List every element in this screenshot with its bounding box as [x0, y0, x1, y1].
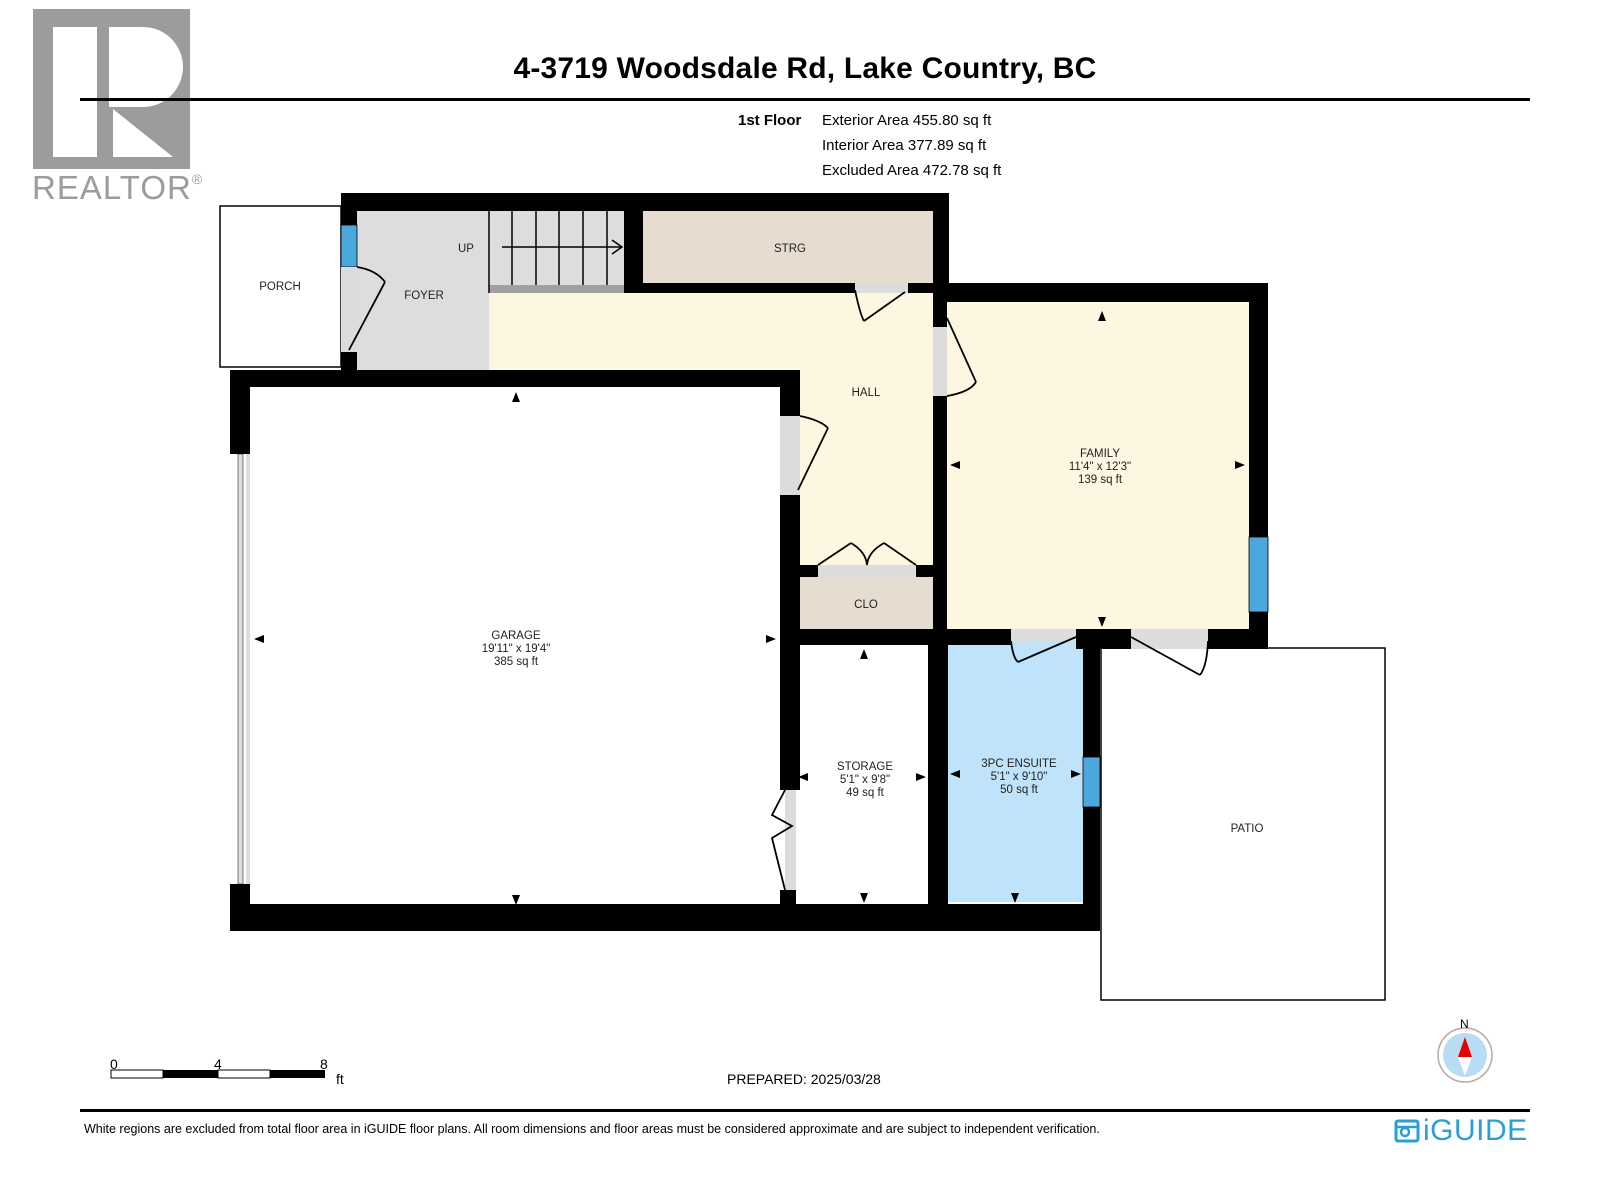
- room-strg: [643, 211, 933, 283]
- scale-tick-0: 0: [110, 1056, 118, 1072]
- realtor-wordmark: REALTOR®: [32, 169, 204, 206]
- label-family: FAMILY: [1080, 448, 1120, 460]
- door-swings[interactable]: [348, 266, 1209, 891]
- room-patio: [1100, 647, 1386, 1001]
- ensuite-area: 50 sq ft: [1000, 784, 1039, 796]
- label-ensuite: 3PC ENSUITE: [981, 758, 1057, 770]
- scale-tick-8: 8: [320, 1056, 328, 1072]
- label-strg: STRG: [774, 243, 806, 255]
- floor-label: 1st Floor: [738, 112, 802, 129]
- scale-unit: ft: [336, 1071, 344, 1087]
- room-storage: [796, 645, 928, 905]
- scale-bar: [110, 1069, 325, 1079]
- disclaimer: White regions are excluded from total fl…: [84, 1122, 1100, 1136]
- ensuite-dims: 5'1" x 9'10": [991, 771, 1048, 783]
- iguide-logo: iGUIDE: [1394, 1114, 1528, 1148]
- realtor-r-icon: [53, 27, 183, 157]
- label-clo: CLO: [854, 599, 878, 611]
- realtor-logo: [33, 9, 190, 169]
- storage-area: 49 sq ft: [846, 787, 885, 799]
- room-clo: [793, 575, 934, 629]
- excluded-area: Excluded Area 472.78 sq ft: [822, 162, 1002, 179]
- dimension-arrows: [254, 311, 1245, 905]
- garage-area: 385 sq ft: [494, 656, 539, 668]
- iguide-camera-icon: [1394, 1119, 1420, 1143]
- storage-dims: 5'1" x 9'8": [840, 774, 890, 786]
- prepared-date: PREPARED: 2025/03/28: [727, 1071, 881, 1087]
- scale-tick-4: 4: [214, 1056, 222, 1072]
- label-storage: STORAGE: [837, 761, 893, 773]
- room-family: [946, 302, 1249, 629]
- stairs: [489, 211, 634, 293]
- family-area: 139 sq ft: [1078, 474, 1123, 486]
- garage-door[interactable]: [237, 453, 244, 885]
- footer-divider: [80, 1109, 1530, 1112]
- label-hall: HALL: [852, 387, 881, 399]
- exterior-area: Exterior Area 455.80 sq ft: [822, 112, 992, 129]
- garage-dims: 19'11" x 19'4": [482, 643, 551, 655]
- room-porch: [219, 205, 342, 368]
- room-foyer: [355, 211, 489, 373]
- window-icons: [340, 224, 1269, 808]
- header-divider: [80, 98, 1530, 101]
- family-dims: 11'4" x 12'3": [1069, 461, 1131, 473]
- label-porch: PORCH: [259, 281, 301, 293]
- label-foyer: FOYER: [404, 290, 444, 302]
- label-patio: PATIO: [1231, 823, 1264, 835]
- label-garage: GARAGE: [491, 630, 541, 642]
- iguide-wordmark: iGUIDE: [1423, 1114, 1528, 1147]
- room-hall: [489, 293, 933, 373]
- compass-north-icon: [1437, 1027, 1493, 1083]
- door-openings: [341, 267, 1208, 890]
- stair-treads: [488, 211, 624, 293]
- room-ensuite: [948, 640, 1083, 902]
- room-garage: [250, 387, 780, 904]
- interior-area: Interior Area 377.89 sq ft: [822, 137, 987, 154]
- compass-label: N: [1460, 1017, 1469, 1031]
- walls: [230, 193, 1268, 931]
- label-stairs-up: UP: [458, 243, 474, 255]
- page-title: 4-3719 Woodsdale Rd, Lake Country, BC: [513, 52, 1097, 85]
